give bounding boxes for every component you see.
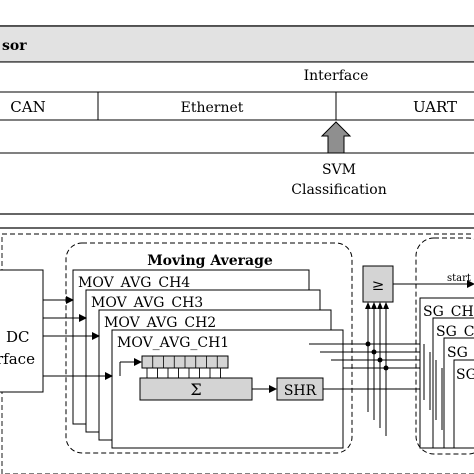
channel-label-ch3: MOV_AVG_CH3 [91, 295, 203, 311]
adc-label-line2: rface [0, 350, 35, 368]
adc-outputs [43, 296, 142, 380]
interface-uart: UART [413, 98, 457, 116]
comparator-symbol: ≥ [372, 276, 385, 294]
shr-label: SHR [284, 383, 317, 399]
channel-label-ch1: MOV_AVG_CH1 [117, 335, 229, 351]
moving-average-group [65, 242, 353, 454]
interface-can: CAN [10, 98, 45, 116]
processor-header [0, 25, 474, 63]
processor-title: sor [2, 38, 27, 54]
moving-average-label: Moving Average [147, 253, 273, 269]
sg-label-2: SG_C [436, 324, 474, 340]
svm-label-line1: SVM [322, 162, 356, 178]
sg-label-1: SG_CH [423, 304, 474, 320]
sample-register [141, 355, 229, 369]
sg-label-3: SG [447, 345, 468, 361]
adc-label-line1: DC [6, 328, 30, 346]
sg-group [415, 237, 474, 455]
sg-label-4: SG [456, 367, 474, 383]
register-taps [146, 368, 221, 378]
sum-symbol: Σ [190, 380, 201, 399]
sg-inputs [423, 344, 443, 430]
up-arrow-icon [320, 121, 352, 154]
adc-interface-box [0, 269, 44, 393]
processor-block: sor Interface CAN Ethernet UART SVM Clas… [0, 25, 474, 215]
start-label: start [447, 273, 471, 284]
comparator-input-arrows [365, 302, 389, 309]
fpga-block: DC rface Moving Average MOV_AVG_CH4 MOV_… [0, 227, 474, 474]
svm-label-line2: Classification [291, 182, 386, 198]
sg-box-4 [453, 359, 474, 449]
channel-label-ch4: MOV_AVG_CH4 [78, 275, 190, 291]
interface-box [0, 61, 474, 154]
interface-label: Interface [304, 68, 369, 84]
interface-ethernet: Ethernet [181, 100, 244, 116]
comparator-inputs [367, 306, 387, 436]
channel-label-ch2: MOV_AVG_CH2 [104, 315, 216, 331]
